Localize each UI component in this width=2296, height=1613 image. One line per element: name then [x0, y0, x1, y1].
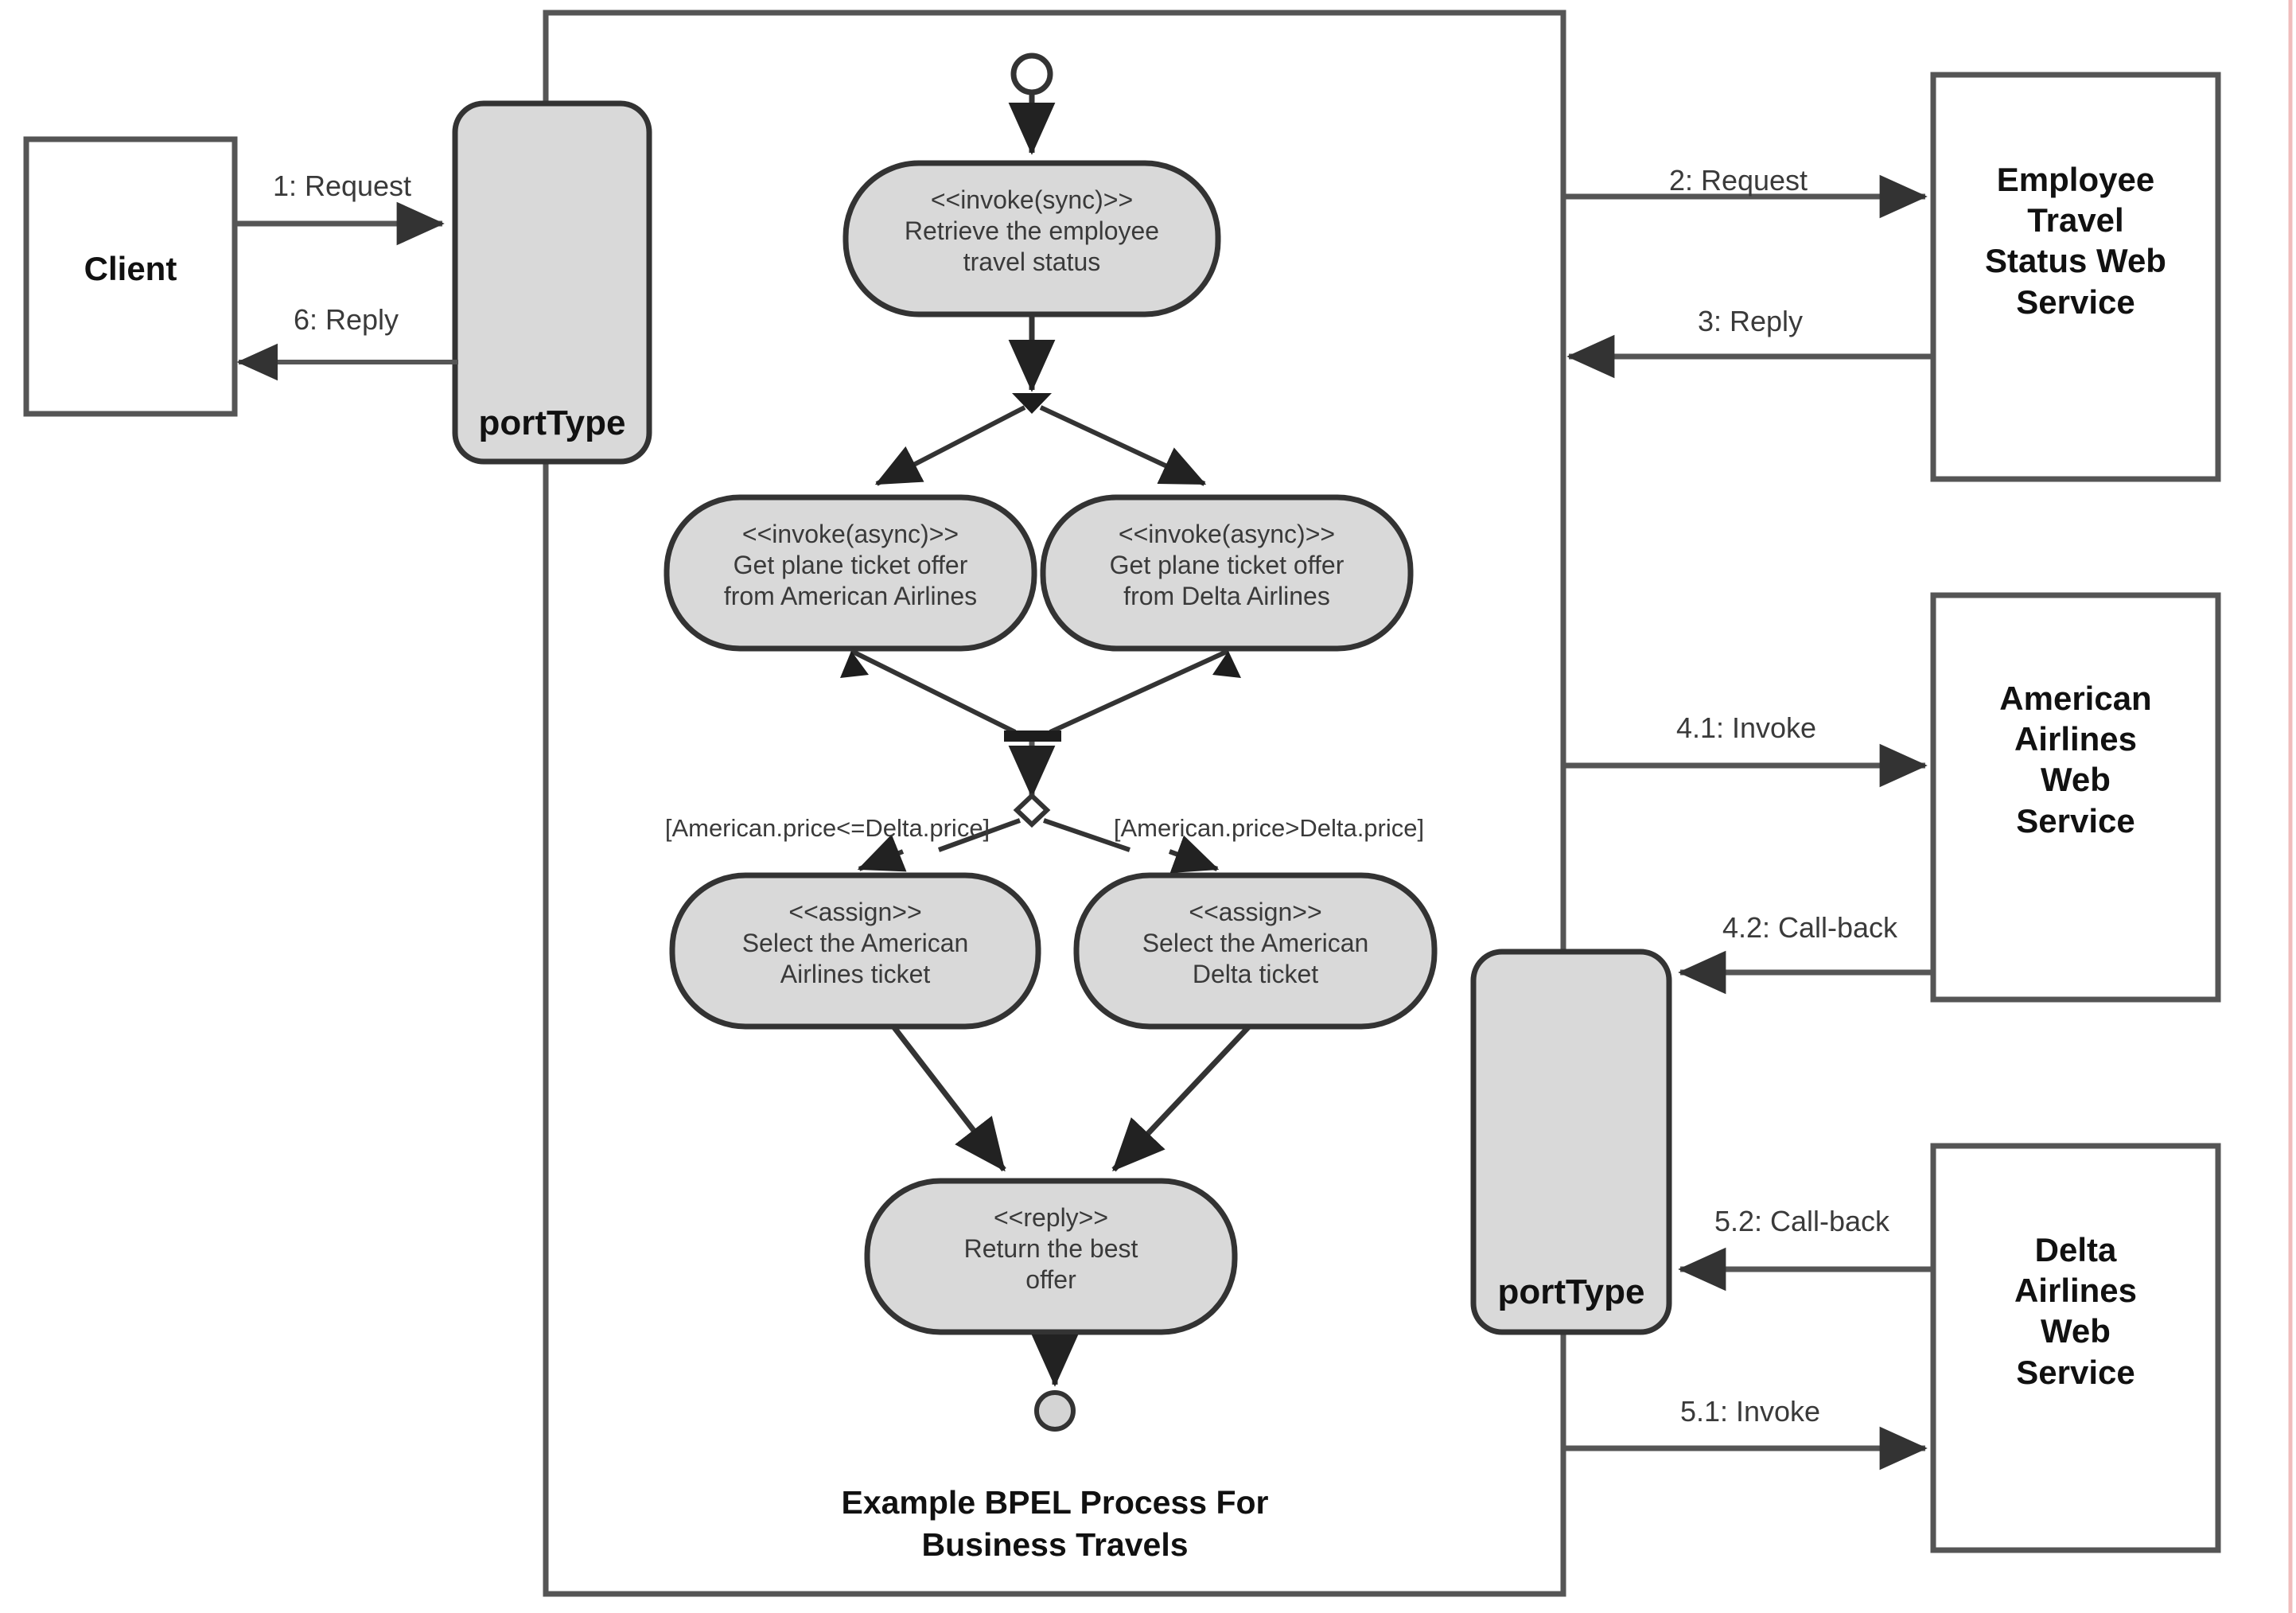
initial-node-circle — [1010, 53, 1053, 95]
process-container-box — [543, 10, 1566, 1597]
actor-box-american-airlines-ws — [1930, 592, 2221, 1003]
flow-assign-american-to-reply — [891, 1024, 1006, 1172]
flow-fork-to-delta — [1039, 405, 1207, 486]
port-box-top — [452, 100, 652, 465]
actor-box-client — [23, 136, 238, 417]
flow-assign-delta-to-reply — [1111, 1024, 1251, 1172]
activity-box-get-offer-delta — [1040, 494, 1414, 652]
activity-box-retrieve-status — [843, 160, 1221, 318]
actor-box-employee-travel-status-ws — [1930, 72, 2221, 482]
flow-american-to-join — [850, 649, 1017, 734]
flow-guard-american-tail — [857, 834, 907, 872]
activity-box-get-offer-american — [664, 494, 1037, 652]
flow-decision-to-assign-delta — [1043, 818, 1130, 852]
final-node-circle — [1034, 1390, 1076, 1432]
activity-box-assign-american — [669, 872, 1041, 1030]
activity-box-return-best-offer — [864, 1178, 1238, 1335]
flow-decision-to-assign-american — [937, 818, 1022, 852]
port-box-bottom — [1470, 949, 1672, 1335]
flow-fork-to-american — [874, 405, 1026, 486]
decision-node-diamond — [1013, 792, 1051, 828]
fork-node-marker — [1012, 393, 1052, 414]
arrowhead-delta-join — [1212, 651, 1241, 678]
flow-delta-to-join — [1049, 649, 1230, 734]
actor-box-delta-airlines-ws — [1930, 1143, 2221, 1553]
activity-box-assign-delta — [1073, 872, 1438, 1030]
join-node-bar — [1004, 731, 1061, 742]
flow-guard-delta-tail — [1168, 835, 1220, 874]
arrowhead-american-join — [840, 651, 869, 678]
